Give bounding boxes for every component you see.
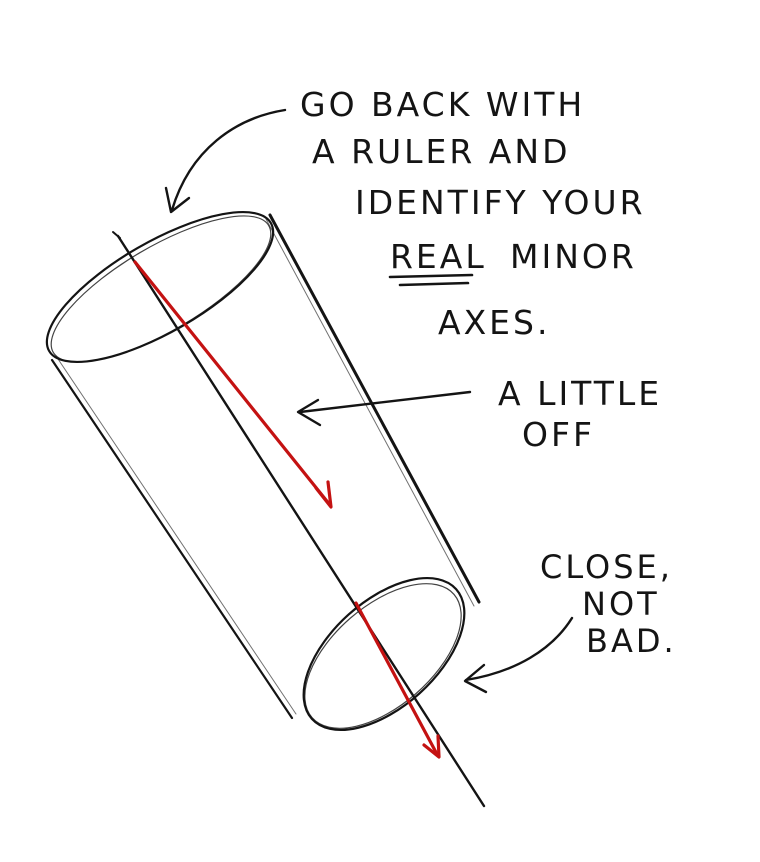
note-middle-line-1: A LITTLE (498, 374, 662, 413)
note-top-line-4-rest: MINOR (510, 237, 637, 276)
note-bottom-line-3: BAD. (586, 622, 677, 660)
red-axis-arrow-top (133, 260, 333, 509)
cylinder-right-side (268, 213, 481, 604)
note-bottom: CLOSE, NOT BAD. (540, 548, 677, 660)
note-top-line-5: AXES. (438, 303, 550, 342)
pointer-arrow-bottom (463, 616, 574, 694)
pointer-arrow-middle (296, 390, 472, 427)
note-top-emphasis-word: REAL (390, 237, 487, 276)
note-top-line-3: IDENTIFY YOUR (355, 183, 646, 222)
cylinder-left-side (50, 358, 294, 720)
note-bottom-line-2: NOT (582, 585, 660, 623)
real-underline (388, 273, 474, 287)
cylinder-top-ellipse (45, 210, 275, 364)
note-bottom-line-1: CLOSE, (540, 548, 673, 586)
note-top-line-2: A RULER AND (312, 132, 570, 171)
note-middle-line-2: OFF (522, 415, 595, 454)
note-middle: A LITTLE OFF (498, 374, 662, 454)
note-top: GO BACK WITH A RULER AND IDENTIFY YOUR R… (300, 85, 646, 342)
pointer-arrow-top (164, 108, 287, 214)
note-top-line-1: GO BACK WITH (300, 85, 585, 124)
red-axis-arrow-bottom (354, 601, 441, 759)
cylinder-sides (50, 213, 481, 720)
ruler-axis-line (112, 231, 486, 808)
cylinder-bottom-ellipse (302, 576, 466, 732)
